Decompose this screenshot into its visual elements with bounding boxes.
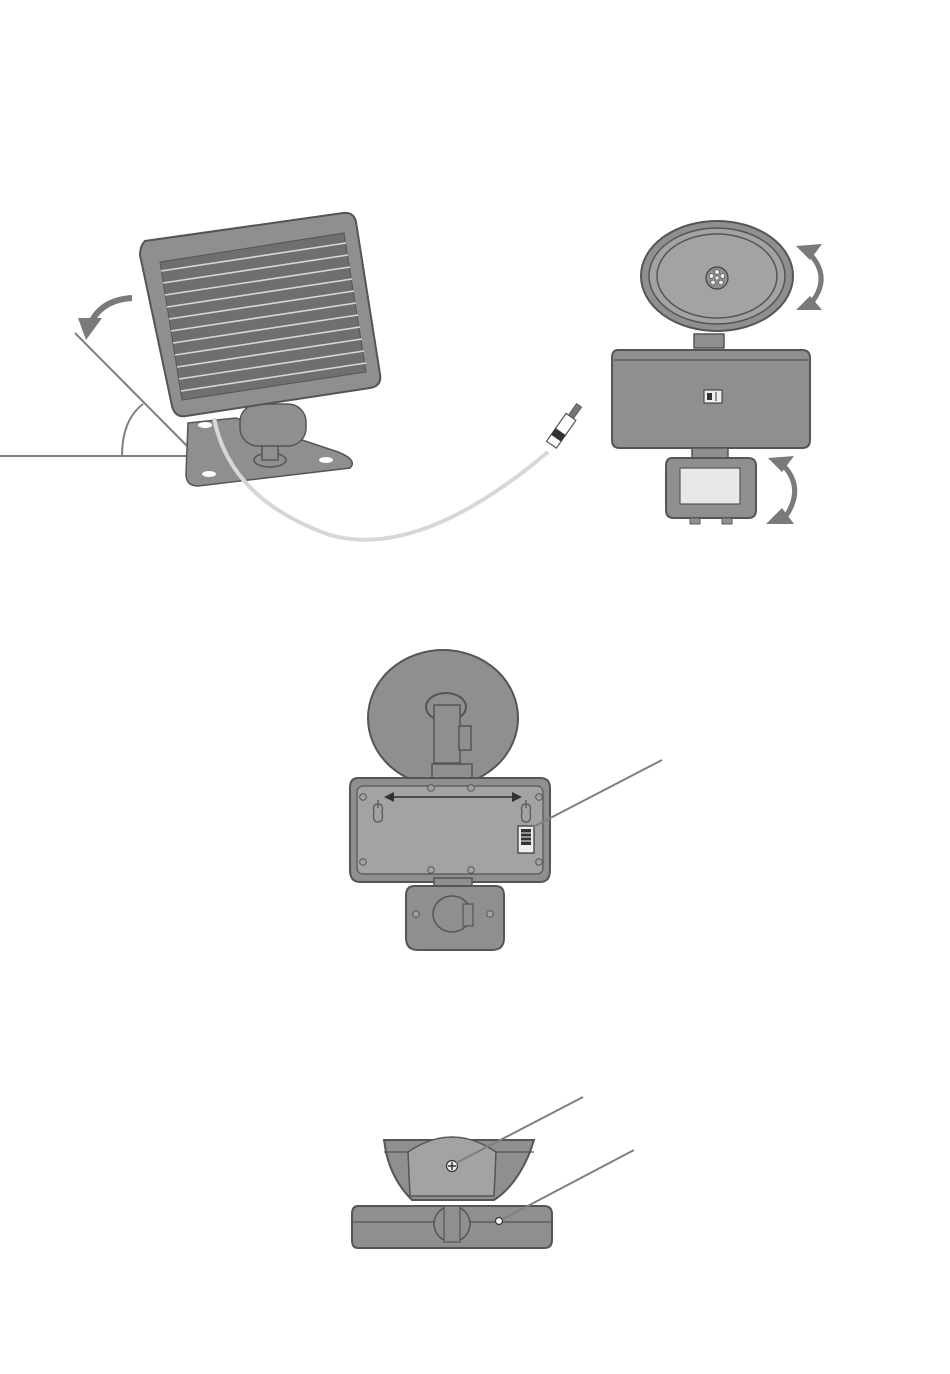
- led-cluster-icon: [706, 267, 728, 289]
- bracket-screw-hole: [198, 422, 212, 428]
- switch-icon: [704, 390, 722, 403]
- bracket-screw-hole: [319, 457, 333, 463]
- sensor-rotate-arrow-head-top: [768, 456, 794, 472]
- light-back-figure: [340, 640, 680, 960]
- drain-hole-icon: [496, 1218, 503, 1225]
- switch-leader-line: [533, 760, 662, 827]
- sensor-pivot-knob: [463, 904, 473, 926]
- sensor-tab: [722, 518, 732, 524]
- swivel-arm: [434, 705, 460, 763]
- lamp-back-neck: [432, 764, 472, 778]
- lamp-neck: [694, 334, 724, 348]
- lamp-rotate-arrow-head-top: [796, 244, 822, 260]
- sensor-neck: [692, 448, 728, 458]
- back-switch-icon: [518, 826, 534, 853]
- solar-panel-figure: [0, 200, 600, 560]
- motion-sensor-window: [680, 468, 740, 504]
- pivot-knuckle: [240, 404, 306, 446]
- tilt-arrow-head: [78, 318, 102, 340]
- tilt-angle-arc: [122, 404, 143, 456]
- swivel-knob: [459, 726, 471, 750]
- sensor-screw: [413, 911, 420, 918]
- light-front-figure: [600, 210, 830, 540]
- sensor-tab: [690, 518, 700, 524]
- bracket-screw-hole: [202, 471, 216, 477]
- bottom-pivot-knob: [444, 1206, 460, 1242]
- lamp-rotate-arrow-head-bottom: [796, 296, 822, 310]
- cable-plug: [547, 402, 584, 448]
- sensor-screw: [487, 911, 494, 918]
- light-bottom-figure: [340, 1090, 650, 1260]
